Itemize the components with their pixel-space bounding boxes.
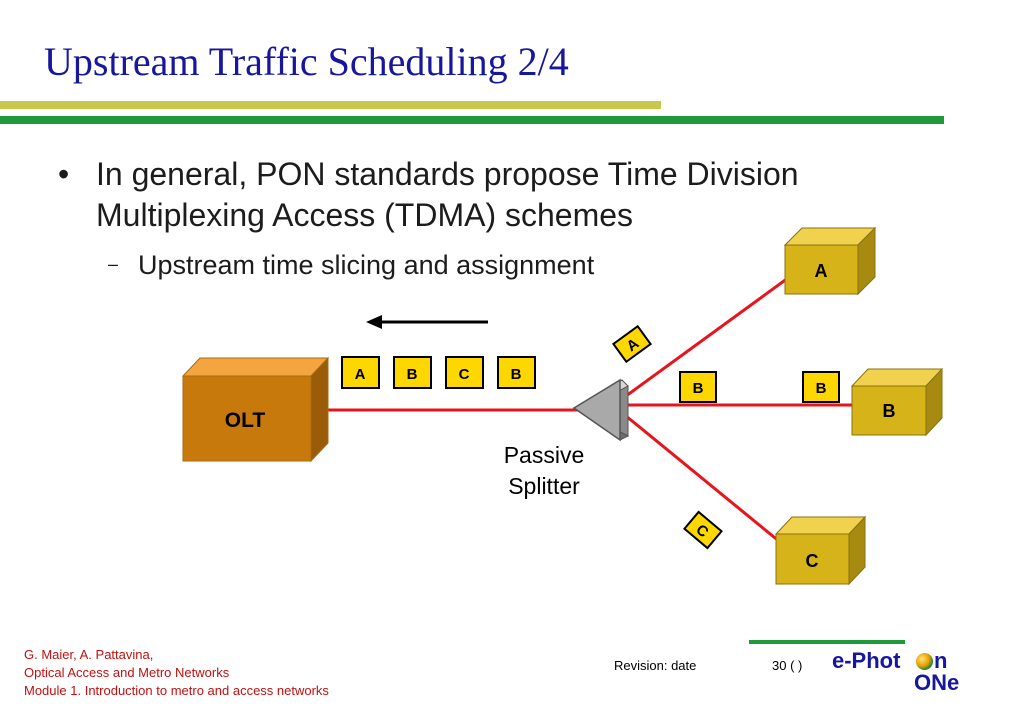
revision-date: Revision: date	[614, 658, 697, 673]
frame-slot	[393, 356, 432, 389]
logo-text-n: n	[934, 648, 948, 673]
frame-slot-label: B	[511, 366, 522, 383]
globe-icon	[916, 653, 933, 670]
olt-label: OLT	[225, 409, 266, 432]
splitter-label-line2: Splitter	[508, 473, 580, 499]
logo-text-one: ONe	[914, 670, 960, 695]
fiber-branch-c	[625, 414, 781, 544]
logo-underline	[749, 640, 905, 644]
slide-title: Upstream Traffic Scheduling 2/4	[44, 39, 569, 84]
footer-authors: G. Maier, A. Pattavina,	[24, 647, 154, 662]
onu-c-box: C	[774, 515, 867, 586]
frame-slot	[497, 356, 536, 389]
onu-c-label: C	[806, 551, 819, 571]
passive-splitter	[572, 378, 630, 442]
packet-branch-c: C	[683, 510, 723, 550]
packet-label-b: B	[816, 380, 827, 397]
bullet-dot-icon: •	[58, 156, 70, 192]
footer-course: Optical Access and Metro Networks	[24, 665, 230, 680]
bullet-text: In general, PON standards propose Time D…	[96, 156, 799, 233]
fiber-branch-a	[625, 276, 789, 398]
sub-bullet-text: Upstream time slicing and assignment	[138, 250, 595, 280]
ephoton-logo: e-Phot n ONe	[832, 646, 982, 696]
footer-credits: G. Maier, A. Pattavina, Optical Access a…	[24, 646, 329, 700]
footer-module: Module 1. Introduction to metro and acce…	[24, 683, 329, 698]
packet-branch-b-right: B	[802, 371, 840, 403]
upstream-frame: A B C B	[341, 356, 536, 389]
title-divider-olive	[0, 101, 661, 109]
packet-label-b: B	[693, 380, 704, 397]
onu-a-label: A	[815, 261, 828, 281]
frame-slot-label: A	[355, 366, 366, 383]
packet-branch-a: A	[612, 324, 652, 364]
title-divider-green	[0, 116, 944, 124]
page-number: 30 ( )	[772, 658, 803, 673]
frame-slot-label: B	[407, 366, 418, 383]
frame-slot	[341, 356, 380, 389]
onu-b-box: B	[850, 367, 944, 437]
dash-icon: –	[108, 254, 119, 274]
splitter-label-line1: Passive	[504, 442, 585, 468]
upstream-arrow-icon	[366, 315, 488, 329]
frame-slot-label: C	[459, 366, 470, 383]
onu-a-box: A	[783, 226, 877, 296]
onu-b-label: B	[883, 401, 896, 421]
logo-text-ephot: e-Phot	[832, 648, 901, 673]
packet-branch-b-left: B	[679, 371, 717, 403]
olt-box: OLT	[181, 356, 330, 463]
frame-slot	[445, 356, 484, 389]
